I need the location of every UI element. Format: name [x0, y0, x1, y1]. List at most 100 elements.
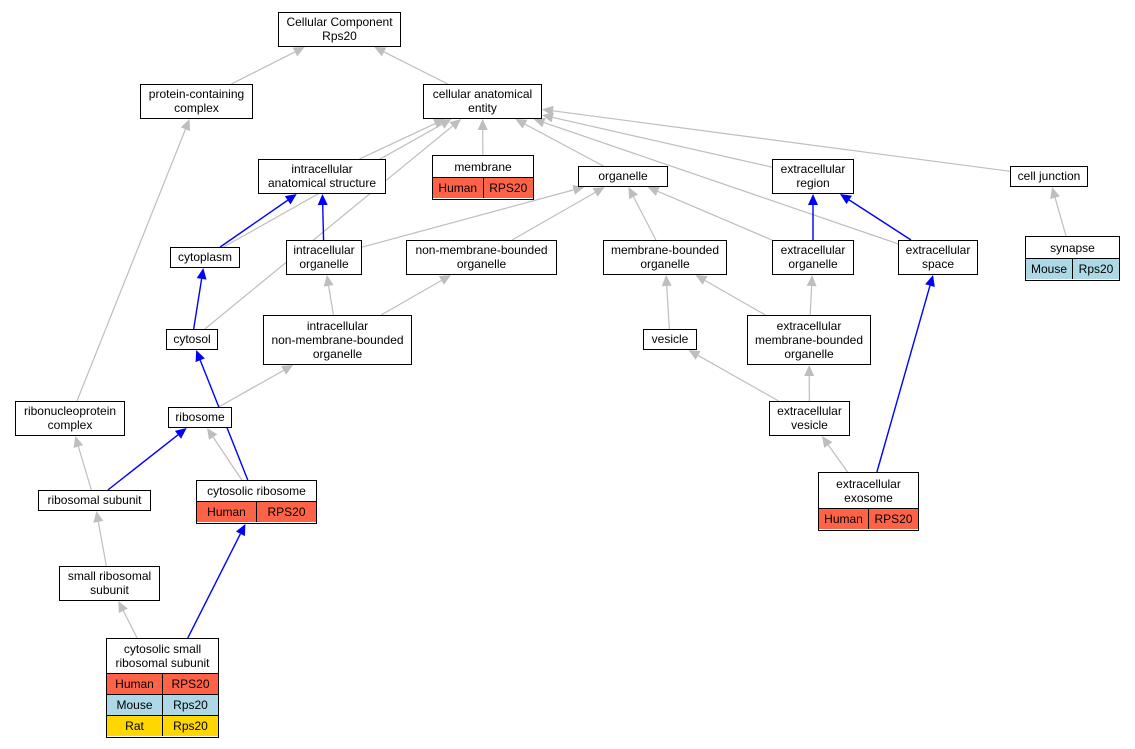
gene-cell: RPS20: [868, 509, 918, 529]
edge-arrowhead: [317, 194, 328, 206]
edge-line: [76, 128, 186, 402]
edge-arrowhead: [292, 47, 305, 57]
node-label-line: extracellular: [836, 476, 901, 491]
edge-line: [524, 123, 604, 167]
node-cytoplasm: cytoplasm: [170, 247, 240, 268]
edge-line: [383, 51, 449, 85]
edge-arrowhead: [374, 47, 387, 57]
node-label-line: extracellular: [780, 243, 846, 257]
edge-arrowhead: [647, 186, 660, 196]
edge-arrowhead: [196, 268, 207, 280]
edge-arrowhead: [180, 119, 191, 132]
node-label-line: synapse: [1050, 240, 1095, 255]
edge-arrowhead: [533, 117, 546, 128]
node-label-line: ribonucleoprotein: [23, 404, 117, 418]
node-label-line: organelle: [312, 346, 363, 361]
node-label-line: membrane: [454, 159, 512, 174]
node-ribosome: ribosome: [168, 407, 232, 428]
edge-arrowhead: [195, 350, 205, 363]
node-label-line: subunit: [90, 583, 129, 597]
edge-arrowhead: [438, 275, 451, 285]
edge-arrowhead: [688, 350, 701, 360]
edge-line: [361, 189, 574, 248]
edge-line: [107, 434, 179, 491]
node-label: cytosol: [167, 330, 217, 348]
species-row: Human RPS20: [197, 501, 316, 522]
node-label: cytoplasm: [171, 248, 239, 266]
node-label: cytosolic ribosome: [197, 481, 316, 501]
edge-arrowhead: [840, 194, 852, 205]
edge-line: [219, 199, 289, 248]
node-label-line: complex: [174, 101, 219, 115]
edge-line: [204, 125, 454, 330]
edge-line: [552, 110, 1011, 172]
gene-cell: RPS20: [162, 674, 218, 694]
node-label-line: cell junction: [1017, 169, 1081, 183]
node-label-line: vesicle: [791, 418, 828, 432]
node-label-line: Cellular Component: [286, 15, 393, 29]
edge-line: [827, 444, 849, 473]
gene-cell: Rps20: [162, 695, 218, 715]
node-ribosomal-subunit: ribosomal subunit: [38, 490, 151, 511]
edge-line: [322, 204, 325, 241]
edge-arrowhead: [821, 436, 833, 448]
node-label-line: intracellular: [293, 243, 355, 257]
edge-line: [218, 369, 284, 408]
edge-line: [77, 446, 92, 491]
node-label-line: complex: [47, 418, 93, 432]
node-label-line: ribosome: [175, 410, 225, 424]
species-cell: Human: [207, 505, 246, 519]
node-label-line: organelle: [456, 257, 507, 271]
edge-line: [704, 279, 766, 316]
node-label-line: protein-containing: [148, 87, 245, 101]
node-label-line: membrane-bounded: [754, 332, 864, 347]
node-organelle: organelle: [578, 166, 668, 187]
edge-line: [328, 285, 335, 316]
node-cytosol: cytosol: [166, 329, 218, 350]
edge-arrowhead: [925, 275, 935, 287]
node-label-line: ribosomal subunit: [47, 493, 142, 507]
edge-line: [187, 533, 242, 639]
node-label-line: organelle: [598, 169, 648, 183]
node-label-line: ribosomal subunit: [115, 656, 210, 670]
node-label-line: region: [796, 176, 830, 190]
edge-line: [511, 191, 596, 241]
edge-layer: [73, 47, 1067, 639]
node-label-line: organelle: [299, 257, 349, 271]
edge-line: [230, 51, 296, 85]
edge-arrowhead: [207, 428, 218, 440]
node-cell-junction: cell junction: [1010, 166, 1088, 187]
node-label-line: cytosolic small: [123, 642, 202, 656]
edge-line: [552, 116, 773, 168]
node-vesicle: vesicle: [643, 329, 697, 350]
species-row: Human RPS20: [819, 508, 918, 529]
node-label: vesicle: [644, 330, 696, 348]
edge-arrowhead: [808, 194, 818, 205]
edge-arrowhead: [284, 194, 297, 205]
edge-arrowhead: [542, 105, 554, 116]
node-label: cell junction: [1011, 167, 1087, 185]
node-label-line: cytosolic ribosome: [207, 484, 306, 498]
species-cell: Human: [824, 512, 863, 526]
edge-line: [212, 436, 243, 481]
edge-line: [122, 610, 138, 639]
gene-cell: RPS20: [256, 502, 316, 522]
node-label-line: membrane-bounded: [610, 243, 720, 257]
